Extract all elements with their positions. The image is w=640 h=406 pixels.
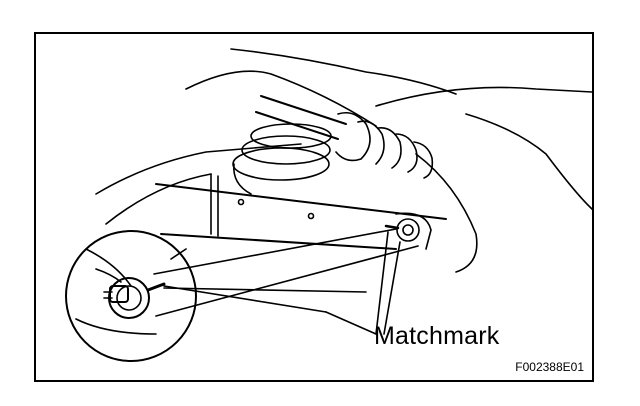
suspension-member [95,143,447,250]
member-bolt [384,218,420,242]
matchmark-label: Matchmark [374,322,500,350]
detail-magnifier [65,230,197,362]
drive-shaft [255,95,434,179]
matchmark-leaders [163,231,401,335]
body-panel [185,48,592,273]
coil-spring [232,123,332,195]
illustration-frame: Matchmark F002388E01 [34,32,594,382]
magnifier-connectors [153,228,419,317]
figure-code: F002388E01 [515,360,584,374]
suspension-illustration [65,48,592,362]
